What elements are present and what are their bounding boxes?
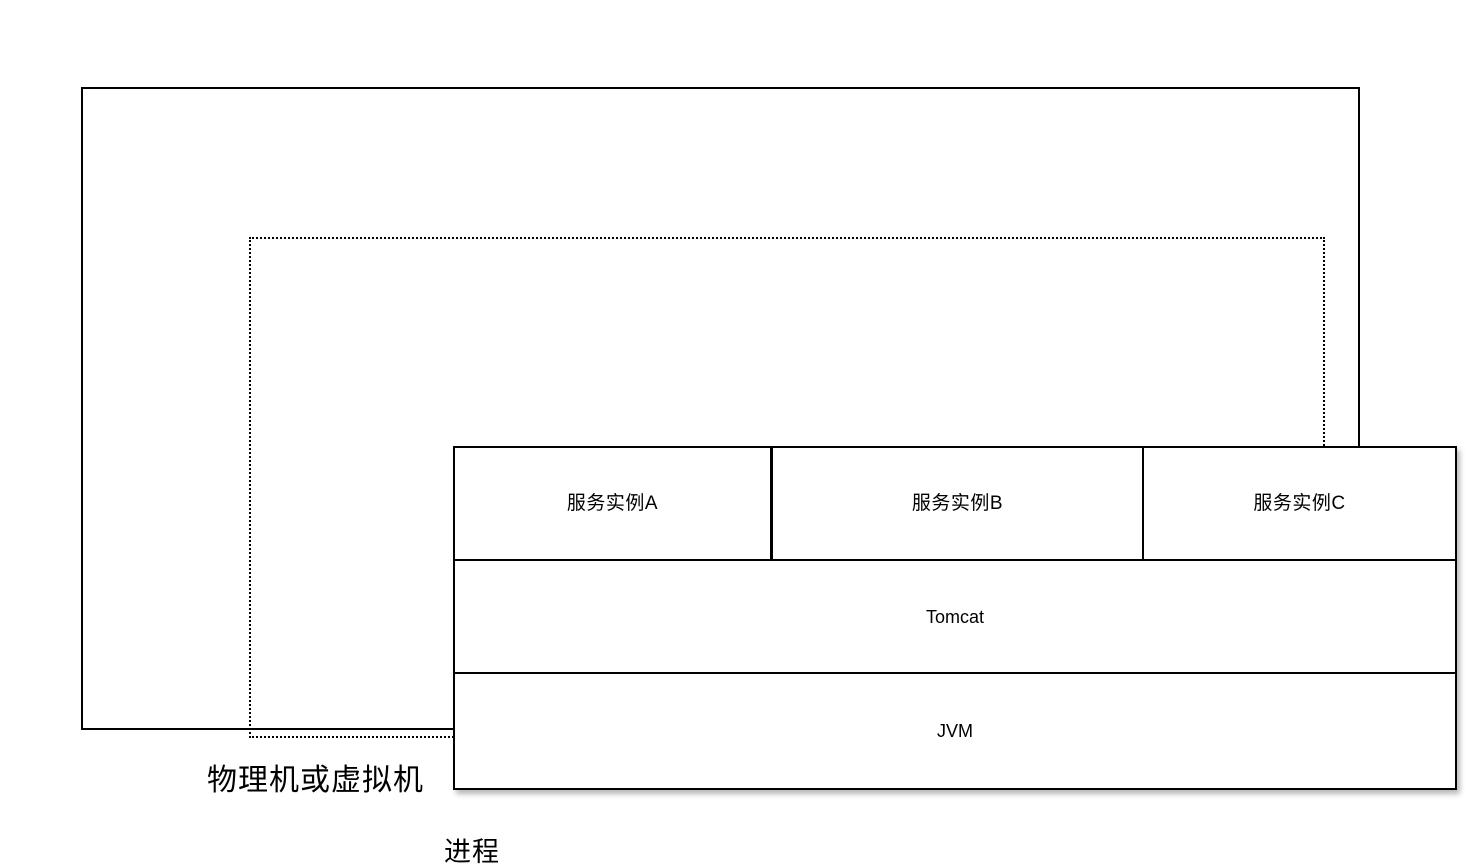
- tomcat-layer-label: Tomcat: [925, 606, 985, 627]
- runtime-stack-box: 服务实例A 服务实例B 服务实例C Tomcat JVM: [453, 446, 1457, 790]
- service-instance-c-label: 服务实例C: [1253, 493, 1346, 514]
- service-instance-b-cell: 服务实例B: [773, 448, 1144, 559]
- service-instance-b-label: 服务实例B: [911, 493, 1004, 514]
- jvm-layer-cell: JVM: [455, 674, 1455, 788]
- process-boundary-box: 服务实例A 服务实例B 服务实例C Tomcat JVM 进程: [249, 237, 1457, 866]
- jvm-layer-label: JVM: [937, 721, 973, 741]
- service-instance-row: 服务实例A 服务实例B 服务实例C: [455, 448, 1455, 561]
- tomcat-layer-cell: Tomcat: [455, 561, 1455, 674]
- machine-boundary-label: 物理机或虚拟机: [207, 764, 424, 797]
- diagram-canvas: 服务实例A 服务实例B 服务实例C Tomcat JVM 进程: [81, 87, 1457, 866]
- service-instance-a-cell: 服务实例A: [455, 448, 773, 559]
- service-instance-a-label: 服务实例A: [566, 493, 659, 514]
- machine-boundary-box: 服务实例A 服务实例B 服务实例C Tomcat JVM 进程: [81, 87, 1457, 866]
- service-instance-c-cell: 服务实例C: [1144, 448, 1455, 559]
- process-boundary-label: 进程: [444, 837, 500, 867]
